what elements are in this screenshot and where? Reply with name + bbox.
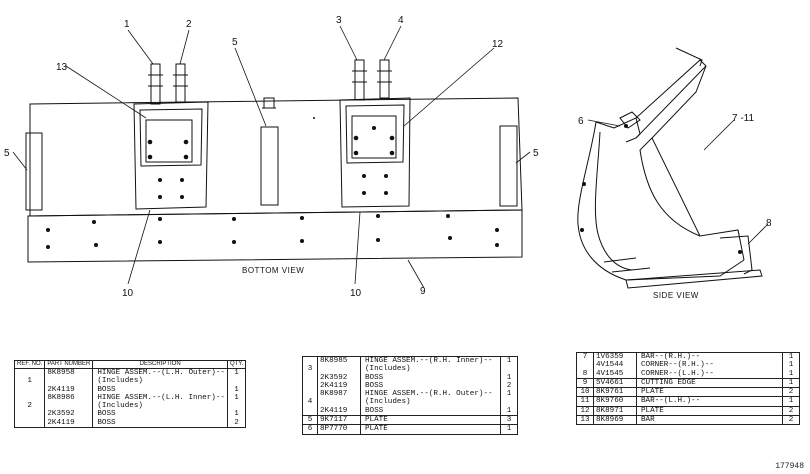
callout-10-left: 10 (122, 288, 134, 299)
drawing-number: 177948 (775, 462, 804, 471)
callout-5-left: 5 (4, 148, 10, 159)
side-leader-lines (587, 119, 769, 245)
header-qty: QTY. (229, 361, 244, 367)
callout-4: 4 (398, 15, 404, 26)
callout-3: 3 (336, 15, 342, 26)
header-part-number: PART NUMBER (44, 360, 94, 369)
callout-13: 13 (56, 62, 68, 73)
callout-9: 9 (420, 286, 426, 297)
callout-1: 1 (124, 19, 130, 30)
bolt-holes (46, 117, 499, 249)
header-description: DESCRIPTION (92, 360, 228, 369)
callout-12: 12 (492, 39, 504, 50)
header-ref: REF. NO. (14, 360, 46, 369)
table-row: 1(Includes) (14, 377, 246, 386)
callout-5-right: 5 (533, 148, 539, 159)
parts-table-1: REF. NO. PART NUMBER DESCRIPTION QTY. 8K… (14, 360, 247, 429)
table-row: 2(Includes) (14, 402, 246, 411)
callout-5-center: 5 (232, 37, 238, 48)
callout-2: 2 (186, 19, 192, 30)
table-row: 3(Includes) (302, 365, 518, 374)
callout-10-right: 10 (350, 288, 362, 299)
leader-lines (12, 25, 531, 289)
callouts: 1 2 3 4 5 5 5 12 13 10 10 9 6 7 -11 8 BO… (4, 15, 772, 300)
bottom-view-bucket (25, 59, 523, 263)
side-view-label: SIDE VIEW (653, 291, 699, 300)
callout-6: 6 (578, 116, 584, 127)
table-row: 4(Includes) (302, 398, 518, 407)
side-view-bucket (577, 47, 763, 289)
bottom-view-label: BOTTOM VIEW (242, 266, 304, 275)
callout-7-11: 7 -11 (732, 113, 754, 124)
callout-8: 8 (766, 218, 772, 229)
